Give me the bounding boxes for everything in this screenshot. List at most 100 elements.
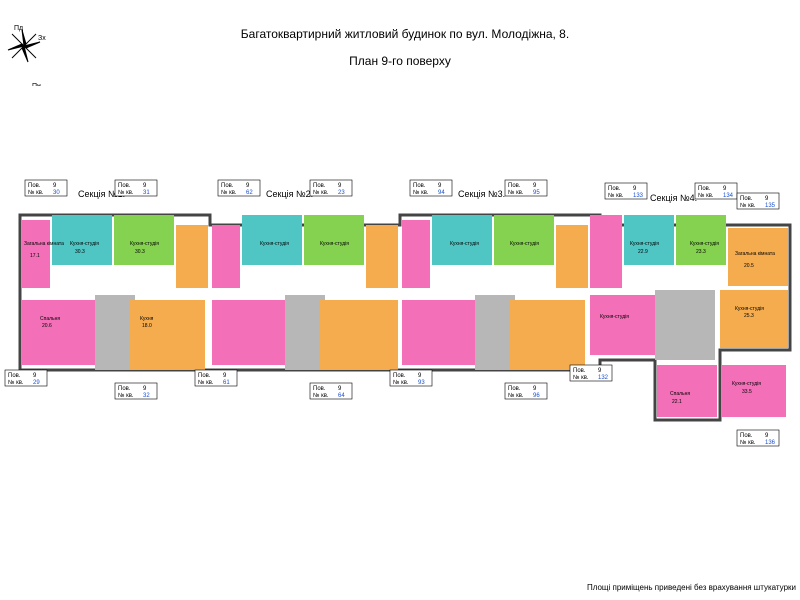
apartment-tag: Пов.9№ кв.134 bbox=[694, 182, 738, 200]
floor-value: 9 bbox=[533, 386, 537, 392]
room-kitchen-studio-s2a bbox=[242, 215, 302, 265]
floor-value: 9 bbox=[533, 183, 537, 189]
apt-number: 136 bbox=[765, 440, 776, 446]
apt-label: № кв. bbox=[221, 189, 237, 196]
label-kitchen-studio: Кухня-студія bbox=[630, 241, 659, 247]
apartment-tag-box bbox=[409, 179, 453, 197]
apartment-tag: Пов.9№ кв.31 bbox=[114, 179, 158, 197]
room-kitchen-studio-s2b bbox=[304, 215, 364, 265]
apartment-tag: Пов.9№ кв.29 bbox=[4, 369, 48, 387]
floor-label: Пов. bbox=[413, 183, 426, 189]
apt-number: 61 bbox=[223, 380, 230, 386]
floor-value: 9 bbox=[598, 368, 602, 374]
floor-label: Пов. bbox=[508, 183, 521, 189]
room-kitchen-s3 bbox=[510, 300, 585, 370]
floor-label: Пов. bbox=[8, 373, 21, 379]
room-living-s2b bbox=[366, 225, 398, 288]
apt-label: № кв. bbox=[198, 379, 214, 386]
area-bedroom: 20.6 bbox=[42, 323, 52, 329]
floor-label: Пов. bbox=[393, 373, 406, 379]
area-kitchen-studio: 23.3 bbox=[696, 249, 706, 255]
apartment-tag-box bbox=[24, 179, 68, 197]
page-title: Багатоквартирний житловий будинок по вул… bbox=[240, 27, 570, 41]
apt-label: № кв. bbox=[313, 392, 329, 399]
label-kitchen: Кухня bbox=[140, 316, 154, 322]
apt-label: № кв. bbox=[608, 192, 624, 199]
core-s3 bbox=[475, 295, 515, 370]
room-kitchen-studio-s4c bbox=[590, 295, 655, 355]
apartment-tag-box bbox=[604, 182, 648, 200]
area-kitchen-studio: 33.5 bbox=[742, 389, 752, 395]
floor-label: Пов. bbox=[740, 433, 753, 439]
floor-label: Пов. bbox=[313, 386, 326, 392]
apartment-tag-box bbox=[694, 182, 738, 200]
section-3 bbox=[402, 215, 588, 370]
apt-number: 95 bbox=[533, 190, 540, 196]
room-living-s1 bbox=[22, 220, 50, 288]
room-bedroom-s4 bbox=[657, 365, 717, 417]
floor-label: Пов. bbox=[573, 368, 586, 374]
apt-number: 64 bbox=[338, 393, 345, 399]
section-4 bbox=[590, 215, 788, 417]
area-kitchen: 18.0 bbox=[142, 323, 152, 329]
floor-value: 9 bbox=[438, 183, 442, 189]
apt-label: № кв. bbox=[118, 392, 134, 399]
apartment-tag: Пов. 9 № кв. 61 bbox=[194, 369, 238, 387]
section-title-1: Секція №1. bbox=[78, 189, 125, 199]
apartment-tag-box bbox=[736, 192, 780, 210]
apartment-tag: Пов.9№ кв.23 bbox=[309, 179, 353, 197]
room-kitchen-studio-s4b bbox=[676, 215, 726, 265]
area-living: 20.5 bbox=[744, 263, 754, 269]
core-s1 bbox=[95, 295, 135, 370]
floor-label: Пов. bbox=[198, 373, 211, 379]
area-bedroom: 22.1 bbox=[672, 399, 682, 405]
floor-value: 9 bbox=[246, 183, 250, 189]
floor-label: Пов. bbox=[608, 186, 621, 192]
floor-label: Пов. bbox=[313, 183, 326, 189]
apt-label: № кв. bbox=[740, 439, 756, 446]
floor-value: 9 bbox=[765, 196, 769, 202]
room-kitchen-studio-s1b bbox=[114, 215, 174, 265]
apartment-tag-box bbox=[114, 382, 158, 400]
apartment-tag: Пов. 9 № кв. 32 bbox=[114, 382, 158, 400]
apartment-tag-box bbox=[194, 369, 238, 387]
apartment-tag: Пов.9№ кв.62 bbox=[217, 179, 261, 197]
apt-label: № кв. bbox=[393, 379, 409, 386]
label-kitchen-studio: Кухня-студія bbox=[600, 314, 629, 320]
label-living: Загальна кімната bbox=[735, 251, 775, 257]
apt-label: № кв. bbox=[118, 189, 134, 196]
apartment-tag: Пов.9№ кв.135 bbox=[736, 192, 780, 210]
section-title-2: Секція №2. bbox=[266, 189, 313, 199]
apt-number: 134 bbox=[723, 193, 734, 199]
room-living-s3 bbox=[402, 220, 430, 288]
label-kitchen-studio: Кухня-студія bbox=[70, 241, 99, 247]
area-kitchen-studio: 25.3 bbox=[744, 313, 754, 319]
floor-label: Пов. bbox=[118, 386, 131, 392]
apt-number: 30 bbox=[53, 190, 60, 196]
area-kitchen-studio: 30.3 bbox=[75, 249, 85, 255]
apt-number: 23 bbox=[338, 190, 345, 196]
footnote: Площі приміщень приведені без врахування… bbox=[586, 583, 796, 592]
label-kitchen-studio: Кухня-студія bbox=[320, 241, 349, 247]
apt-label: № кв. bbox=[8, 379, 24, 386]
floor-value: 9 bbox=[418, 373, 422, 379]
apartment-tag-box bbox=[309, 179, 353, 197]
room-kitchen-s1 bbox=[130, 300, 205, 370]
apartment-tag: Пов. 9 № кв. 136 bbox=[736, 429, 780, 447]
apt-number: 32 bbox=[143, 393, 150, 399]
apartment-tag: Пов.9№ кв.96 bbox=[504, 382, 548, 400]
section-title-4: Секція №4. bbox=[650, 193, 697, 203]
floor-label: Пов. bbox=[698, 186, 711, 192]
label-kitchen-studio: Кухня-студія bbox=[130, 241, 159, 247]
apt-number: 94 bbox=[438, 190, 445, 196]
apartment-tag-box bbox=[4, 369, 48, 387]
apt-label: № кв. bbox=[28, 189, 44, 196]
floor-value: 9 bbox=[223, 373, 227, 379]
apt-label: № кв. bbox=[698, 192, 714, 199]
floor-value: 9 bbox=[143, 386, 147, 392]
floor-value: 9 bbox=[765, 433, 769, 439]
room-kitchen-studio-s3b bbox=[494, 215, 554, 265]
room-kitchen-studio-s4a bbox=[624, 215, 674, 265]
